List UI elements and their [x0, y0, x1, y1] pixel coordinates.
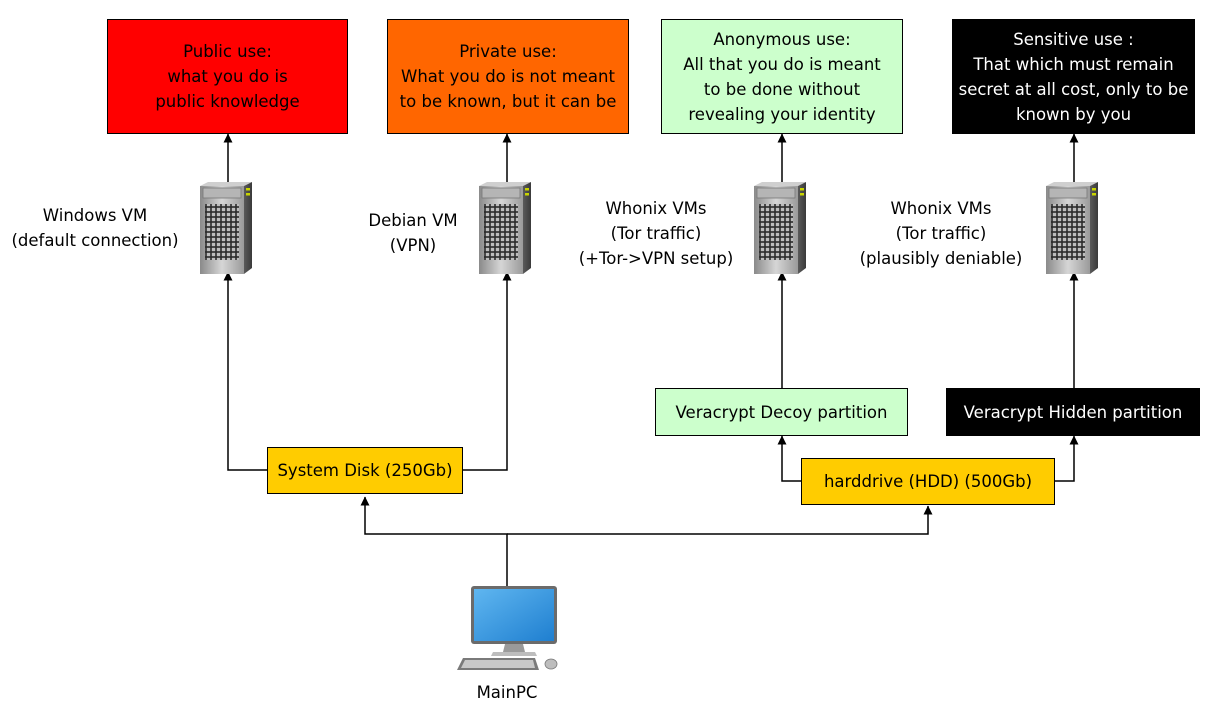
- server-icon: [1045, 182, 1099, 275]
- sensitive-use-box: Sensitive use : That which must remain s…: [952, 19, 1195, 134]
- whonix-deniable-vm-label: Whonix VMs (Tor traffic) (plausibly deni…: [846, 196, 1036, 271]
- whonix-deniable-vm-detail: (plausibly deniable): [859, 249, 1023, 268]
- veracrypt-decoy-partition-label: Veracrypt Decoy partition: [675, 402, 888, 422]
- private-use-title: Private use:: [459, 42, 557, 61]
- system-disk-box: System Disk (250Gb): [267, 447, 463, 494]
- anonymous-use-box: Anonymous use: All that you do is meant …: [661, 19, 903, 134]
- system-disk-to-debian-vm-line: [462, 271, 512, 471]
- veracrypt-decoy-partition-box: Veracrypt Decoy partition: [655, 388, 908, 436]
- server-icon: [478, 182, 532, 275]
- whonix-deniable-vm-name: Whonix VMs: [890, 199, 992, 218]
- pc-to-system-disk-line: [360, 496, 508, 587]
- private-use-text: What you do is not meant: [401, 67, 615, 86]
- windows-vm-detail: (default connection): [11, 231, 179, 250]
- windows-vm-label: Windows VM (default connection): [0, 203, 190, 253]
- veracrypt-hidden-partition-box: Veracrypt Hidden partition: [946, 388, 1200, 436]
- public-use-title: Public use:: [183, 42, 272, 61]
- private-use-box: Private use: What you do is not meant to…: [387, 19, 629, 134]
- public-use-box: Public use: what you do is public knowle…: [107, 19, 348, 134]
- sensitive-use-title: Sensitive use :: [1013, 29, 1134, 49]
- debian-vm-name: Debian VM: [368, 211, 458, 230]
- debian-vm-label: Debian VM (VPN): [353, 208, 473, 258]
- whonix-anon-vm-detail: (+Tor->VPN setup): [578, 249, 734, 268]
- public-use-text: public knowledge: [155, 92, 300, 111]
- public-use-text: what you do is: [167, 67, 288, 86]
- sensitive-use-text: That which must remain: [973, 54, 1174, 74]
- whonix-anon-vm-label: Whonix VMs (Tor traffic) (+Tor->VPN setu…: [566, 196, 746, 271]
- private-use-text: to be known, but it can be: [399, 92, 617, 111]
- anonymous-use-text: revealing your identity: [688, 104, 876, 124]
- pc-to-hdd-line: [507, 505, 933, 535]
- hdd-to-hidden-line: [1054, 435, 1079, 482]
- sensitive-use-text: known by you: [1015, 104, 1132, 124]
- anonymous-use-title: Anonymous use:: [713, 29, 851, 49]
- server-icon: [753, 182, 807, 275]
- server-icon: [199, 182, 253, 275]
- system-disk-to-windows-vm-line: [223, 271, 268, 471]
- anonymous-use-text: to be done without: [703, 79, 861, 99]
- main-pc-label: MainPC: [476, 683, 538, 702]
- windows-vm-name: Windows VM: [42, 206, 148, 225]
- sensitive-use-text: secret at all cost, only to be: [958, 79, 1189, 99]
- desktop-computer-icon: [457, 586, 558, 670]
- hdd-to-decoy-line: [777, 435, 802, 482]
- harddrive-box: harddrive (HDD) (500Gb): [801, 458, 1055, 505]
- whonix-anon-vm-name: Whonix VMs: [605, 199, 707, 218]
- harddrive-label: harddrive (HDD) (500Gb): [823, 472, 1033, 491]
- whonix-anon-vm-detail: (Tor traffic): [610, 224, 702, 243]
- whonix-deniable-vm-detail: (Tor traffic): [895, 224, 987, 243]
- veracrypt-hidden-partition-label: Veracrypt Hidden partition: [963, 402, 1183, 422]
- debian-vm-detail: (VPN): [389, 236, 437, 255]
- system-disk-label: System Disk (250Gb): [277, 461, 453, 480]
- anonymous-use-text: All that you do is meant: [683, 54, 881, 74]
